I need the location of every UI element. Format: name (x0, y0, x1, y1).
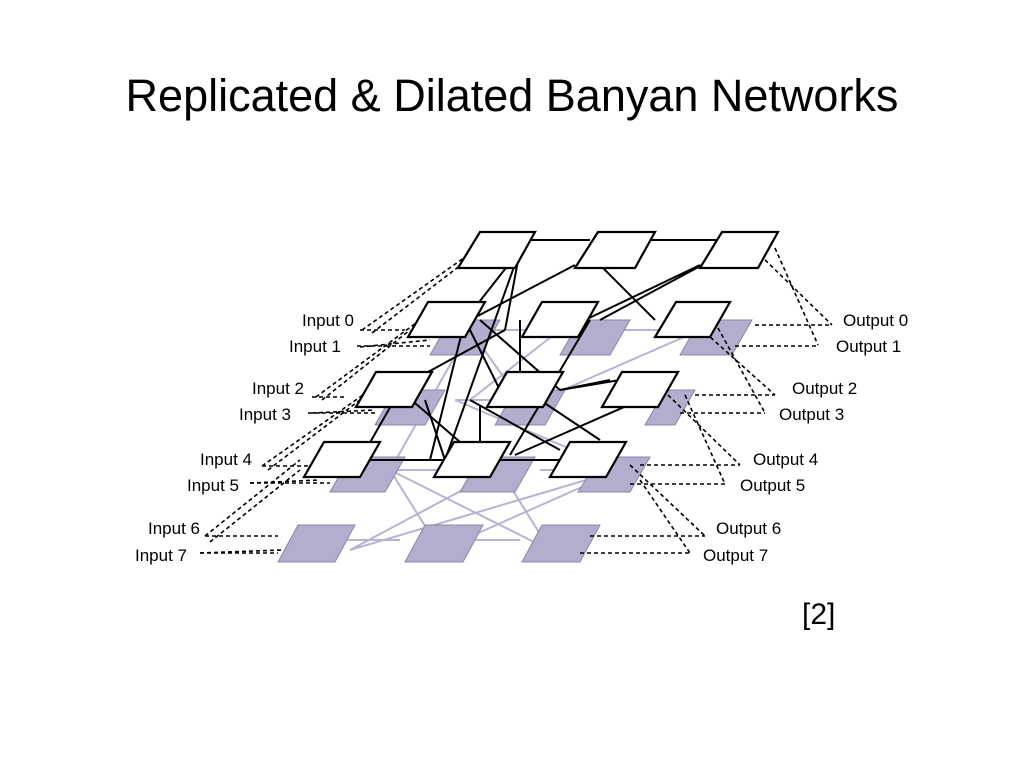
front-switch (600, 370, 680, 409)
front-switch (485, 370, 565, 409)
input-label: Input 4 (200, 450, 252, 469)
input-label: Input 6 (148, 519, 200, 538)
input-label: Input 3 (239, 405, 291, 424)
output-label: Output 4 (753, 450, 818, 469)
front-switch (698, 230, 780, 270)
input-label: Input 0 (302, 311, 354, 330)
front-switch (302, 440, 382, 479)
back-switch (277, 524, 356, 563)
io-dashed-lines (199, 247, 833, 554)
input-labels: Input 0 Input 1 Input 2 Input 3 Input 4 … (135, 311, 354, 565)
front-switch (572, 230, 657, 270)
output-label: Output 7 (703, 546, 768, 565)
front-switch (520, 300, 600, 339)
front-switch (406, 300, 487, 339)
slide-title: Replicated & Dilated Banyan Networks (125, 70, 899, 121)
input-label: Input 5 (187, 476, 239, 495)
front-switch (456, 230, 537, 270)
output-label: Output 0 (843, 311, 908, 330)
front-switch (432, 440, 512, 479)
front-plane-links (359, 239, 731, 461)
citation-reference: [2] (802, 598, 836, 631)
back-switch (644, 389, 696, 426)
front-switch (548, 440, 628, 479)
output-label: Output 1 (836, 337, 901, 356)
output-label: Output 2 (792, 379, 857, 398)
front-switch (653, 300, 732, 339)
front-plane-switches (302, 230, 780, 479)
output-label: Output 3 (779, 405, 844, 424)
input-label: Input 2 (252, 379, 304, 398)
back-switch (521, 524, 601, 563)
output-label: Output 6 (716, 519, 781, 538)
input-label: Input 1 (289, 337, 341, 356)
output-label: Output 5 (740, 476, 805, 495)
input-label: Input 7 (135, 546, 187, 565)
front-switch (354, 370, 434, 409)
back-switch (404, 524, 484, 563)
output-labels: Output 0 Output 1 Output 2 Output 3 Outp… (703, 311, 908, 565)
